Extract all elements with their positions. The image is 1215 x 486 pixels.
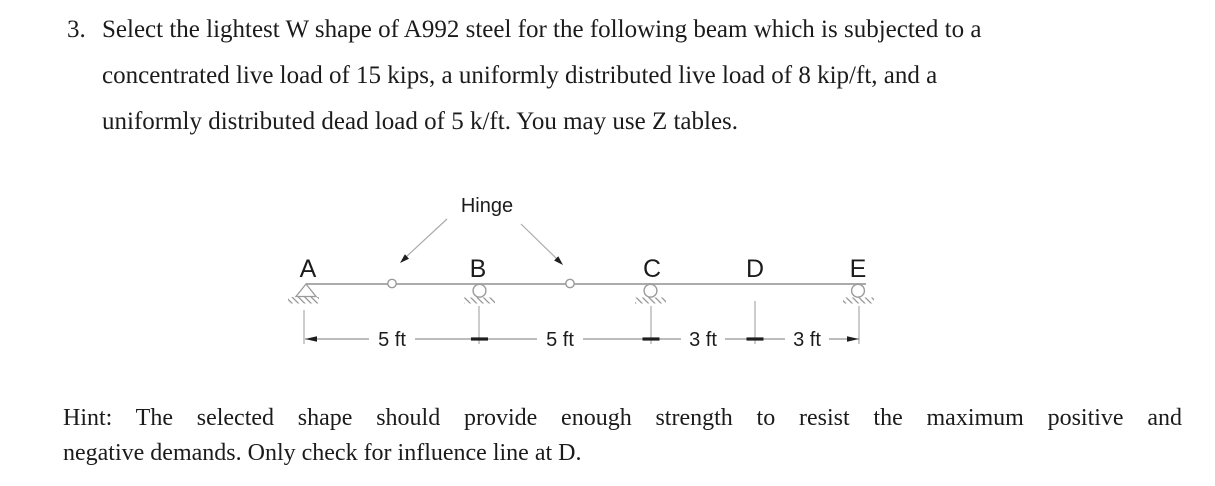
node-label-d: D	[746, 255, 764, 283]
hint-line: Hint: The selected shape should provide …	[63, 405, 1182, 431]
dimension-arrow-left-icon	[305, 336, 317, 342]
support-hatching	[635, 297, 666, 304]
problem-text: Select the lightest W shape of A992 stee…	[102, 7, 1147, 145]
problem-text-line: uniformly distributed dead load of 5 k/f…	[102, 108, 739, 135]
support-hatching	[843, 297, 874, 304]
dimension-arrow-right-icon	[847, 336, 859, 342]
roller-support-icon	[850, 283, 866, 298]
dimension-tick	[642, 337, 660, 341]
dimension-label-mask	[681, 329, 725, 349]
hinge-leader-arrowhead-icon	[554, 256, 563, 265]
hint-block: Hint: The selected shape should provide …	[63, 401, 1182, 471]
node-label-b: B	[470, 255, 487, 283]
dimension-label-de: 3 ft	[793, 329, 821, 351]
internal-hinge-icon	[387, 278, 397, 289]
dimension-label-bc: 5 ft	[546, 329, 574, 351]
dimension-label-ab: 5 ft	[378, 329, 406, 351]
dimension-tick	[471, 337, 488, 341]
hinge-leader-arrowhead-icon	[400, 254, 409, 263]
dimension-label-mask	[785, 329, 829, 349]
pin-support-icon	[294, 282, 318, 298]
hint-line: negative demands. Only check for influen…	[63, 440, 582, 466]
hinge-callout-label: Hinge	[461, 195, 513, 217]
node-label-c: C	[643, 255, 661, 283]
support-hatching	[464, 297, 495, 304]
dimension-label-mask	[369, 329, 415, 349]
dimension-label-mask	[537, 329, 583, 349]
internal-hinge-icon	[565, 278, 575, 289]
problem-text-line: Select the lightest W shape of A992 stee…	[102, 16, 982, 43]
problem-statement: 3. Select the lightest W shape of A992 s…	[67, 7, 1147, 145]
node-label-a: A	[300, 255, 317, 283]
problem-text-line: concentrated live load of 15 kips, a uni…	[102, 62, 938, 89]
dimension-tick	[746, 337, 764, 341]
node-label-e: E	[850, 255, 867, 283]
roller-support-icon	[643, 283, 658, 298]
hinge-leader-line-right	[520, 223, 559, 261]
support-hatching	[288, 297, 319, 304]
problem-number: 3.	[67, 16, 86, 43]
dimension-label-cd: 3 ft	[689, 329, 717, 351]
roller-support-icon	[472, 283, 487, 298]
hinge-leader-line-left	[405, 218, 448, 258]
